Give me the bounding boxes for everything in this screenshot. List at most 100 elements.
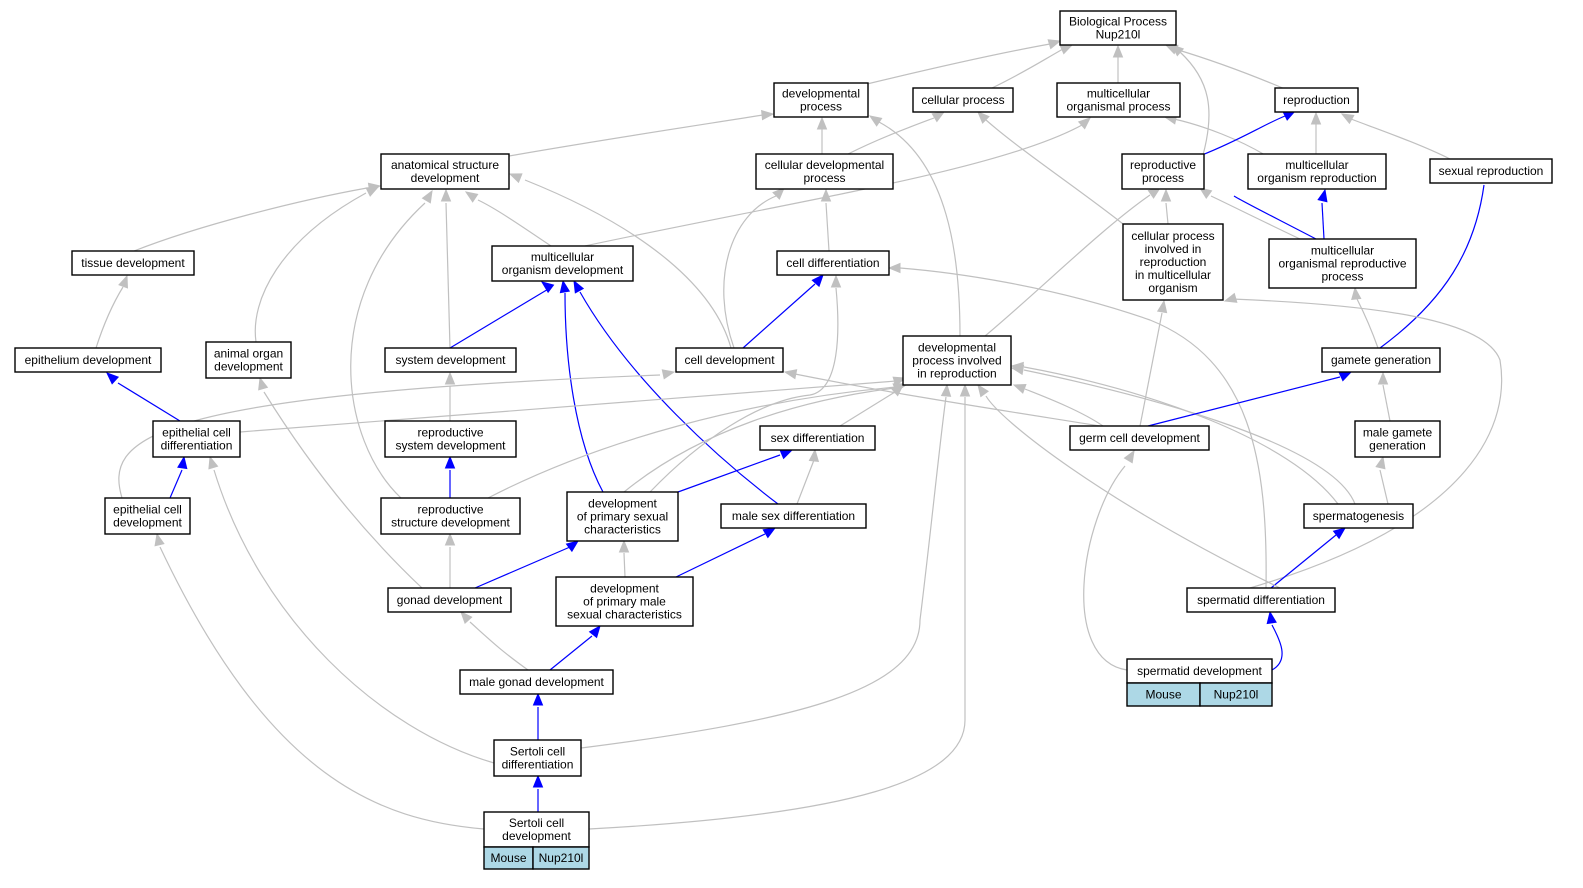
annotation-cell xyxy=(532,846,590,870)
arrowhead-gray xyxy=(940,383,952,397)
node-label-line: involved in xyxy=(1145,242,1202,256)
node-male-gonad-development[interactable]: male gonad development xyxy=(459,669,614,695)
arrowhead-gray xyxy=(830,274,842,288)
edge-gray xyxy=(508,114,764,157)
edge-gray xyxy=(1165,202,1169,225)
node-box xyxy=(387,587,512,613)
node-spermatid-differentiation[interactable]: spermatid differentiation xyxy=(1186,587,1336,613)
edge-gray xyxy=(985,395,1281,589)
node-label-line: in reproduction xyxy=(917,367,996,381)
node-system-development[interactable]: system development xyxy=(384,347,517,373)
node-cell-differentiation[interactable]: cell differentiation xyxy=(776,250,890,276)
node-germ-cell-development[interactable]: germ cell development xyxy=(1069,425,1210,451)
node-label-line: multicellular xyxy=(1311,244,1374,258)
edge-gray xyxy=(1179,51,1210,156)
arrowhead-gray xyxy=(887,262,901,274)
node-label-line: sexual characteristics xyxy=(567,608,682,622)
node-sex-differentiation[interactable]: sex differentiation xyxy=(759,425,876,451)
node-label-line: developmental xyxy=(918,341,996,355)
edge-gray xyxy=(588,397,966,830)
arrowhead-blue xyxy=(1332,527,1347,540)
edge-blue xyxy=(449,287,551,349)
node-sexual-reproduction[interactable]: sexual reproduction xyxy=(1429,158,1553,184)
edge-gray xyxy=(866,43,1051,85)
node-spermatogenesis[interactable]: spermatogenesis xyxy=(1303,503,1414,529)
node-box xyxy=(380,497,521,535)
edge-gray xyxy=(796,459,815,505)
edge-gray xyxy=(623,552,626,578)
edge-blue xyxy=(474,546,571,589)
edge-gray xyxy=(263,391,423,589)
node-label-line: system development xyxy=(395,353,506,367)
arrowhead-blue xyxy=(1338,371,1353,382)
arrowhead-gray xyxy=(1310,111,1322,125)
edge-gray xyxy=(989,48,1064,90)
edge-gray xyxy=(723,195,777,349)
arrowhead-gray xyxy=(1010,364,1025,376)
node-cellular-process[interactable]: cellular process xyxy=(912,87,1014,113)
edge-gray xyxy=(847,117,935,155)
node-label-line: cellular process xyxy=(1131,229,1214,243)
edge-blue xyxy=(117,382,181,422)
node-label-line: development xyxy=(590,582,659,596)
node-label-line: spermatid differentiation xyxy=(1197,593,1325,607)
node-box xyxy=(773,82,869,118)
node-label-line: differentiation xyxy=(502,758,574,772)
edge-gray xyxy=(1355,296,1379,349)
arrowhead-gray xyxy=(1375,455,1386,470)
node-male-sex-differentiation[interactable]: male sex differentiation xyxy=(720,503,867,529)
node-reproduction[interactable]: reproduction xyxy=(1274,87,1359,113)
species-label: Mouse xyxy=(1145,688,1181,702)
node-gonad-development[interactable]: gonad development xyxy=(387,587,512,613)
node-cell-development[interactable]: cell development xyxy=(675,347,784,373)
arrowhead-gray xyxy=(421,189,433,204)
node-box xyxy=(1268,238,1417,289)
node-box xyxy=(675,347,784,373)
node-tissue-development[interactable]: tissue development xyxy=(71,250,195,276)
edge-gray xyxy=(1210,195,1301,240)
arrowhead-gray xyxy=(959,383,971,397)
node-gamete-generation[interactable]: gamete generation xyxy=(1321,347,1441,373)
node-label-line: system development xyxy=(395,439,506,453)
arrowhead-gray xyxy=(1123,449,1135,464)
node-label-line: multicellular xyxy=(1285,158,1348,172)
arrowhead-gray xyxy=(1112,44,1124,58)
edge-gray xyxy=(469,621,529,671)
node-box xyxy=(1121,153,1205,190)
edge-blue xyxy=(1379,184,1485,349)
node-box xyxy=(384,420,517,458)
edge-gray xyxy=(825,202,830,252)
node-epithelium-development[interactable]: epithelium development xyxy=(14,347,162,373)
edge-gray xyxy=(984,194,1151,337)
arrowhead-gray xyxy=(1171,44,1185,57)
arrowhead-gray xyxy=(1223,292,1238,303)
arrowhead-gray xyxy=(464,191,479,203)
arrowhead-gray xyxy=(618,539,630,553)
edge-gray xyxy=(133,187,368,252)
node-label-line: development xyxy=(588,497,657,511)
edge-gray xyxy=(623,387,896,493)
